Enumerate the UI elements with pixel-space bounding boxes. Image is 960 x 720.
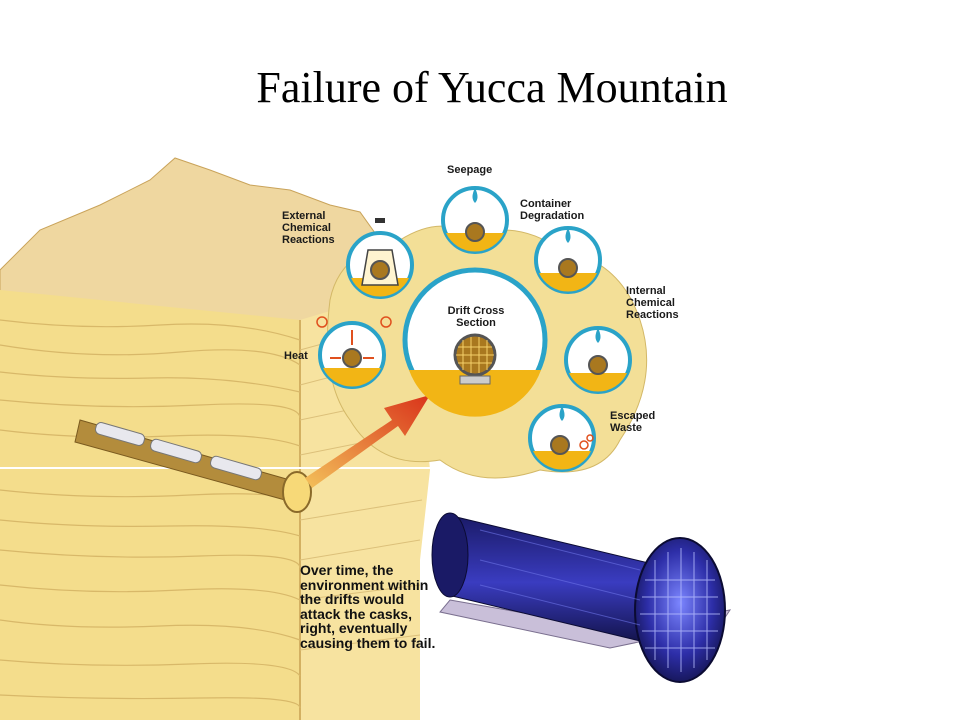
mountain-block	[0, 157, 430, 720]
label-container-degradation: Container Degradation	[520, 198, 585, 222]
label-heat: Heat	[284, 350, 308, 362]
small-circle-internal-chemical	[564, 326, 632, 394]
small-circle-external-chemical	[346, 218, 414, 299]
drift-cross-section-circle	[402, 267, 548, 417]
label-internal-chemical-reactions: Internal Chemical Reactions	[626, 285, 679, 321]
label-seepage: Seepage	[447, 164, 493, 176]
waste-cask	[431, 512, 732, 683]
label-drift-cross-section: Drift Cross Section	[447, 305, 505, 329]
drift-tunnel	[74, 419, 312, 513]
small-circle-seepage	[441, 186, 509, 254]
label-escaped-waste: Escaped Waste	[610, 410, 656, 434]
label-external-chemical-reactions: External Chemical Reactions	[282, 210, 335, 246]
pointer-arrow	[305, 395, 430, 488]
small-circle-container-degradation	[534, 226, 602, 294]
caption-text: Over time, the environment within the dr…	[300, 562, 436, 651]
small-circle-heat	[316, 316, 392, 389]
slide-title: Failure of Yucca Mountain	[256, 63, 728, 112]
small-circle-escaped-waste	[528, 404, 596, 472]
